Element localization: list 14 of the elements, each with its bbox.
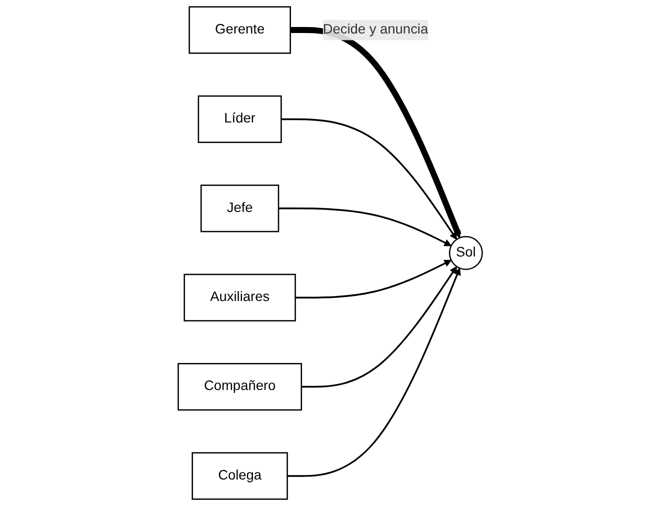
node-box: Colega — [192, 452, 288, 500]
node-box: Auxiliares — [184, 274, 296, 322]
node-box: Compañero — [178, 363, 302, 411]
node-box: Líder — [198, 95, 282, 143]
node-box: Gerente — [188, 6, 292, 54]
edge-label: Decide y anuncia — [323, 22, 428, 37]
node-box: Jefe — [200, 184, 280, 232]
node-circle: Sol — [449, 236, 484, 270]
arrow — [302, 266, 458, 388]
arrow — [288, 268, 461, 477]
arrow — [296, 260, 452, 298]
arrow — [290, 27, 462, 238]
arrow — [278, 208, 452, 246]
arrow — [281, 118, 458, 240]
